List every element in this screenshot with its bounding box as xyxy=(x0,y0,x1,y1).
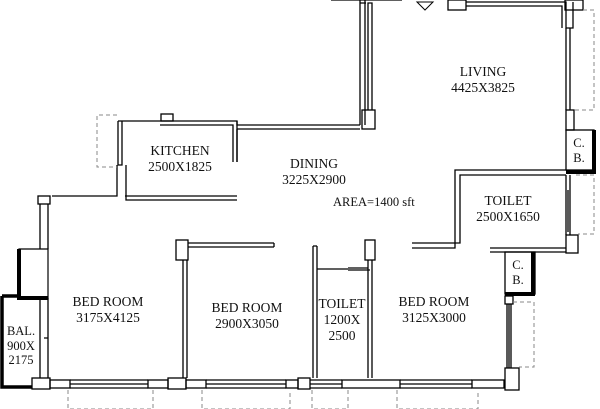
cupboard2-line1: C. xyxy=(512,258,524,272)
toilet2-name: TOILET xyxy=(318,296,366,311)
cupboard-label-2: C. B. xyxy=(512,258,523,287)
dashed-projections xyxy=(67,9,595,409)
kitchen-name: KITCHEN xyxy=(150,143,210,158)
dining-size: 3225X2900 xyxy=(282,172,346,187)
dining-living-wall xyxy=(331,0,402,130)
toilet1-walls xyxy=(412,169,579,254)
bottom-wall xyxy=(31,377,505,390)
room-label-balcony: BAL. 900X 2175 xyxy=(7,324,35,368)
left-walls xyxy=(0,195,51,389)
kitchen-size: 2500X1825 xyxy=(148,159,212,174)
bedroom3-right-wall xyxy=(504,295,520,391)
toilet2-walls xyxy=(312,239,376,378)
room-label-toilet-1: TOILET 2500X1650 xyxy=(476,193,540,225)
cupboard-label-1: C. B. xyxy=(573,136,584,165)
toilet1-name: TOILET xyxy=(484,193,532,208)
room-label-living: LIVING 4425X3825 xyxy=(451,64,515,96)
cupboard1-line1: C. xyxy=(573,136,585,150)
bedroom-partition-1 xyxy=(175,239,275,378)
cupboard2-line2: B. xyxy=(512,272,524,287)
room-label-dining: DINING 3225X2900 xyxy=(282,156,346,188)
bedroom3-name: BED ROOM xyxy=(398,294,470,309)
balcony-size-1: 900X xyxy=(7,338,35,353)
toilet2-size-1: 1200X xyxy=(323,312,361,327)
bedroom3-size: 3125X3000 xyxy=(402,310,466,325)
area-label: AREA=1400 sft xyxy=(333,195,415,209)
room-label-toilet-2: TOILET 1200X 2500 xyxy=(319,296,366,344)
bedroom1-name: BED ROOM xyxy=(72,294,144,309)
room-label-bedroom-2: BED ROOM 2900X3050 xyxy=(212,300,283,332)
living-name: LIVING xyxy=(459,64,507,79)
dining-name: DINING xyxy=(290,156,338,171)
bedroom2-size: 2900X3050 xyxy=(215,316,279,331)
entrance-triangle xyxy=(415,1,435,11)
living-size: 4425X3825 xyxy=(451,80,515,95)
cupboard-1-walls xyxy=(565,129,596,174)
bedroom1-size: 3175X4125 xyxy=(76,310,140,325)
cupboard1-line2: B. xyxy=(573,150,585,165)
toilet1-size: 2500X1650 xyxy=(476,209,540,224)
bedroom2-name: BED ROOM xyxy=(211,300,283,315)
room-label-kitchen: KITCHEN 2500X1825 xyxy=(148,143,212,175)
toilet2-size-2: 2500 xyxy=(328,328,356,343)
kitchen-walls xyxy=(52,113,360,201)
balcony-size-2: 2175 xyxy=(8,353,34,367)
balcony-name: BAL. xyxy=(6,324,36,338)
room-label-bedroom-1: BED ROOM 3175X4125 xyxy=(73,294,144,326)
room-label-bedroom-3: BED ROOM 3125X3000 xyxy=(399,294,470,326)
living-top-wall xyxy=(447,0,584,131)
cupboard-2-walls xyxy=(504,251,536,296)
